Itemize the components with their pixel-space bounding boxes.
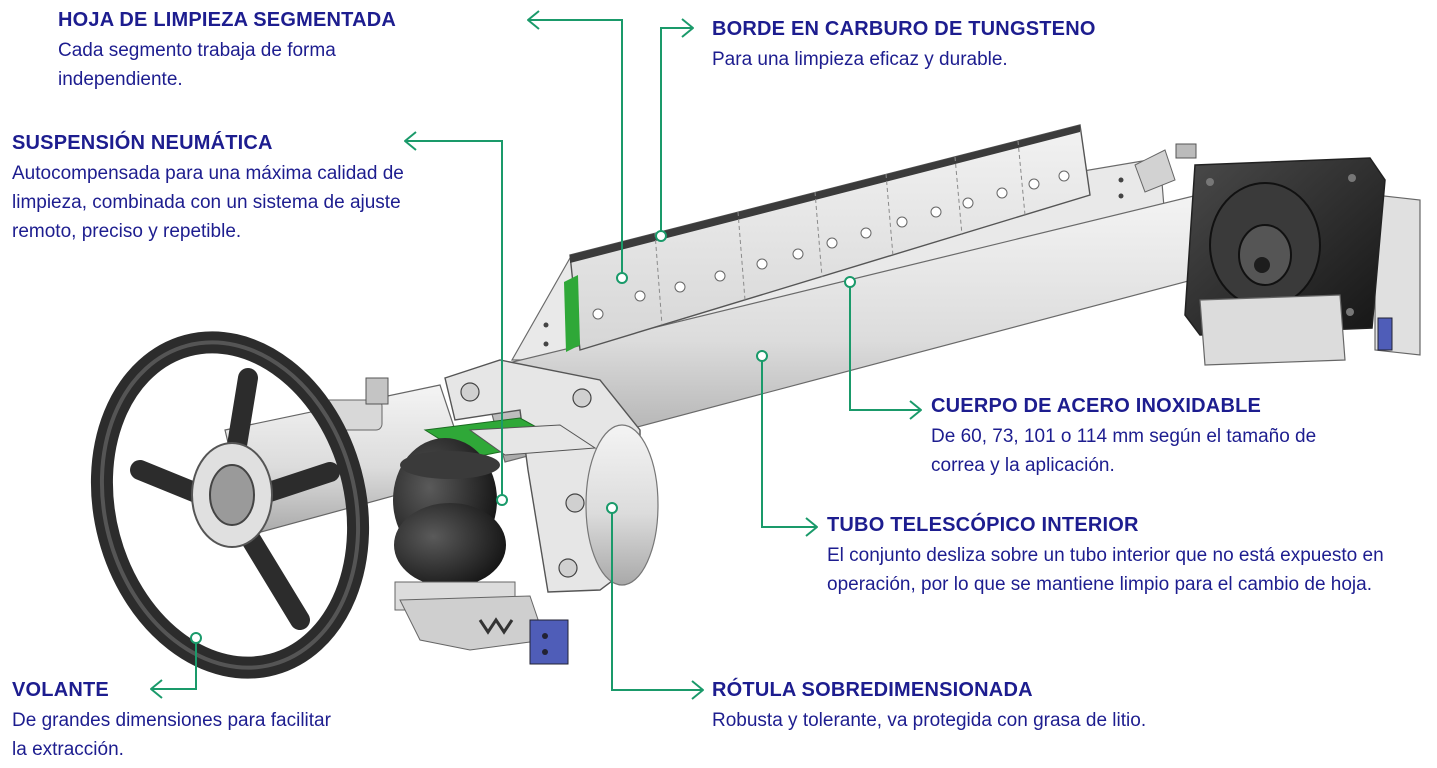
callout-text: Cada segmento trabaja de forma independi… bbox=[58, 40, 336, 90]
callout-tubo: TUBO TELESCÓPICO INTERIOR El conjunto de… bbox=[827, 513, 1435, 599]
callout-title: VOLANTE bbox=[12, 679, 109, 701]
callout-title: BORDE EN CARBURO DE TUNGSTENO bbox=[712, 18, 1096, 40]
callout-text: De grandes dimensiones para facilitar la… bbox=[12, 710, 331, 760]
callout-hoja: HOJA DE LIMPIEZA SEGMENTADA Cada segment… bbox=[58, 8, 458, 94]
callout-title: RÓTULA SOBREDIMENSIONADA bbox=[712, 679, 1033, 701]
segmented-blade bbox=[564, 124, 1091, 352]
callout-text: De 60, 73, 101 o 114 mm según el tamaño … bbox=[931, 426, 1317, 476]
handwheel bbox=[90, 331, 370, 679]
arrow-right-icon bbox=[805, 517, 818, 537]
callout-title: HOJA DE LIMPIEZA SEGMENTADA bbox=[58, 9, 397, 31]
arrow-left-icon bbox=[527, 10, 540, 30]
callout-text: El conjunto desliza sobre un tubo interi… bbox=[827, 545, 1384, 595]
arrow-left-icon bbox=[150, 679, 163, 699]
callout-title: TUBO TELESCÓPICO INTERIOR bbox=[827, 514, 1139, 536]
arrow-heads bbox=[150, 10, 922, 700]
callout-suspension: SUSPENSIÓN NEUMÁTICA Autocompensada para… bbox=[12, 131, 432, 246]
callout-text: Robusta y tolerante, va protegida con gr… bbox=[712, 710, 1147, 731]
callout-text: Autocompensada para una máxima calidad d… bbox=[12, 163, 404, 242]
leader-end-dots bbox=[190, 230, 856, 644]
callout-volante: VOLANTE De grandes dimensiones para faci… bbox=[12, 678, 342, 764]
arrow-right-icon bbox=[691, 680, 704, 700]
callout-text: Para una limpieza eficaz y durable. bbox=[712, 49, 1008, 70]
arrow-left-icon bbox=[404, 131, 417, 151]
callout-title: CUERPO DE ACERO INOXIDABLE bbox=[931, 395, 1262, 417]
callout-title: SUSPENSIÓN NEUMÁTICA bbox=[12, 132, 273, 154]
callout-rotula: RÓTULA SOBREDIMENSIONADA Robusta y toler… bbox=[712, 678, 1332, 735]
callout-borde: BORDE EN CARBURO DE TUNGSTENO Para una l… bbox=[712, 17, 1182, 74]
leader-lines bbox=[151, 19, 921, 691]
callout-cuerpo: CUERPO DE ACERO INOXIDABLE De 60, 73, 10… bbox=[931, 394, 1321, 480]
air-bellows bbox=[393, 438, 569, 665]
arrow-right-icon bbox=[681, 18, 694, 38]
right-mount-plate bbox=[1134, 143, 1421, 366]
arrow-right-icon bbox=[909, 400, 922, 420]
